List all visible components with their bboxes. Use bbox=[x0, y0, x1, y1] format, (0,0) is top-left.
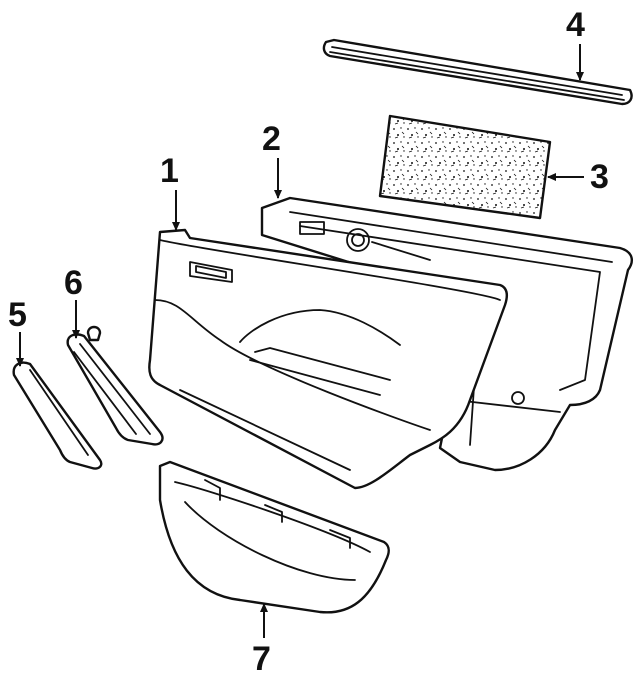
callout-6: 6 bbox=[64, 264, 83, 302]
pull-handle-part bbox=[66, 325, 164, 446]
callout-1: 1 bbox=[160, 152, 179, 190]
callout-5: 5 bbox=[8, 296, 27, 334]
door-trim-panel-part bbox=[148, 228, 509, 490]
callout-2: 2 bbox=[262, 120, 281, 158]
callout-4: 4 bbox=[566, 6, 585, 44]
callout-7: 7 bbox=[252, 640, 271, 675]
door-frame-part bbox=[260, 196, 633, 472]
map-pocket-part bbox=[158, 460, 390, 614]
water-shield-part bbox=[378, 114, 552, 220]
callout-3: 3 bbox=[590, 158, 609, 196]
weatherstrip-part bbox=[322, 38, 633, 106]
